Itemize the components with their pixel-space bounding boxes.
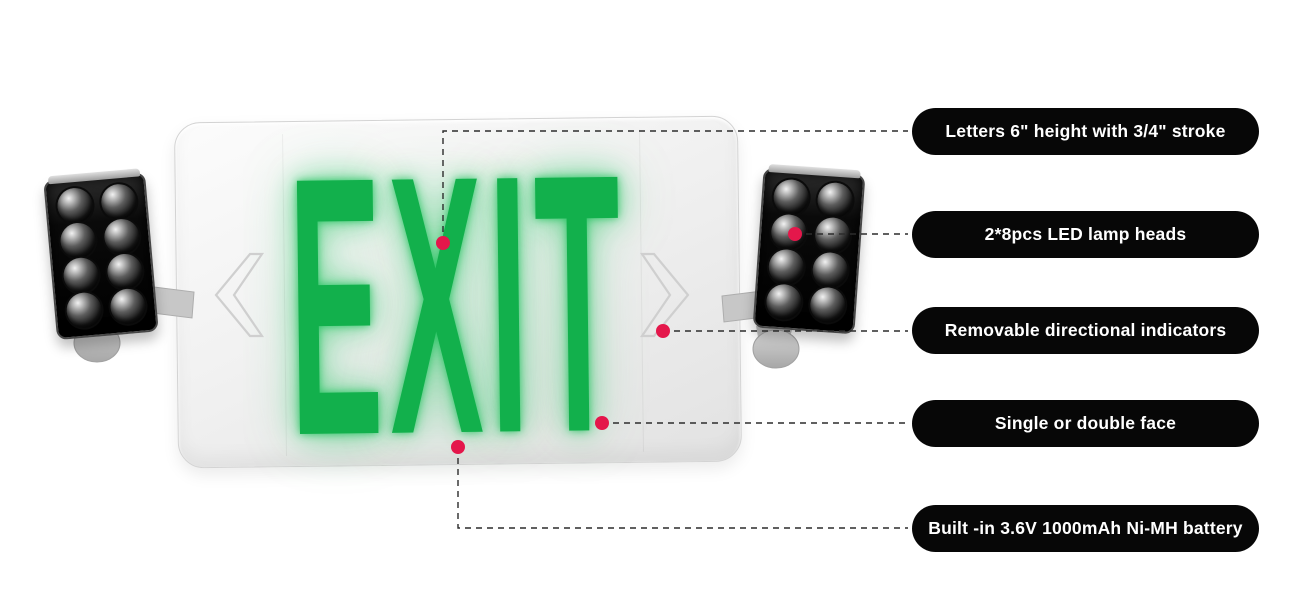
led-lens — [815, 181, 854, 219]
led-lens — [108, 287, 147, 326]
led-lens — [64, 291, 103, 330]
callout-directional-indicators: Removable directional indicators — [912, 307, 1259, 354]
led-lens — [58, 221, 97, 260]
callout-label: Single or double face — [994, 413, 1177, 433]
right-led-lamp-head — [752, 167, 866, 335]
right-pivot-knob — [752, 329, 800, 369]
callout-single-double-face: Single or double face — [912, 400, 1259, 447]
led-lens — [764, 283, 803, 321]
led-lens — [811, 251, 849, 289]
callout-label: Letters 6" height with 3/4" stroke — [945, 121, 1226, 141]
callout-label: Built -in 3.6V 1000mAh Ni-MH battery — [928, 518, 1243, 538]
left-led-lamp-head — [43, 171, 159, 341]
callout-label: Removable directional indicators — [944, 320, 1227, 340]
exit-sign-body: EXIT — [173, 96, 743, 513]
led-lens — [99, 182, 138, 221]
callout-led-lamp-heads: 2*8pcs LED lamp heads — [912, 211, 1259, 258]
callout-letter-height: Letters 6" height with 3/4" stroke — [912, 108, 1259, 155]
led-lens — [767, 248, 805, 286]
led-lens — [808, 286, 846, 324]
callout-label: 2*8pcs LED lamp heads — [984, 224, 1187, 244]
faceplate-seam-left — [282, 134, 287, 457]
led-lens — [769, 213, 807, 251]
led-lens — [105, 252, 144, 291]
led-lens — [102, 217, 141, 256]
right-lamp-stem — [756, 326, 792, 352]
exit-sign-text: EXIT — [286, 96, 630, 513]
faceplate-seam-right — [639, 129, 644, 452]
led-lens — [813, 216, 851, 254]
led-lens — [772, 178, 810, 216]
callout-battery: Built -in 3.6V 1000mAh Ni-MH battery — [912, 505, 1259, 552]
led-lens — [55, 186, 94, 225]
led-lens — [61, 256, 100, 295]
